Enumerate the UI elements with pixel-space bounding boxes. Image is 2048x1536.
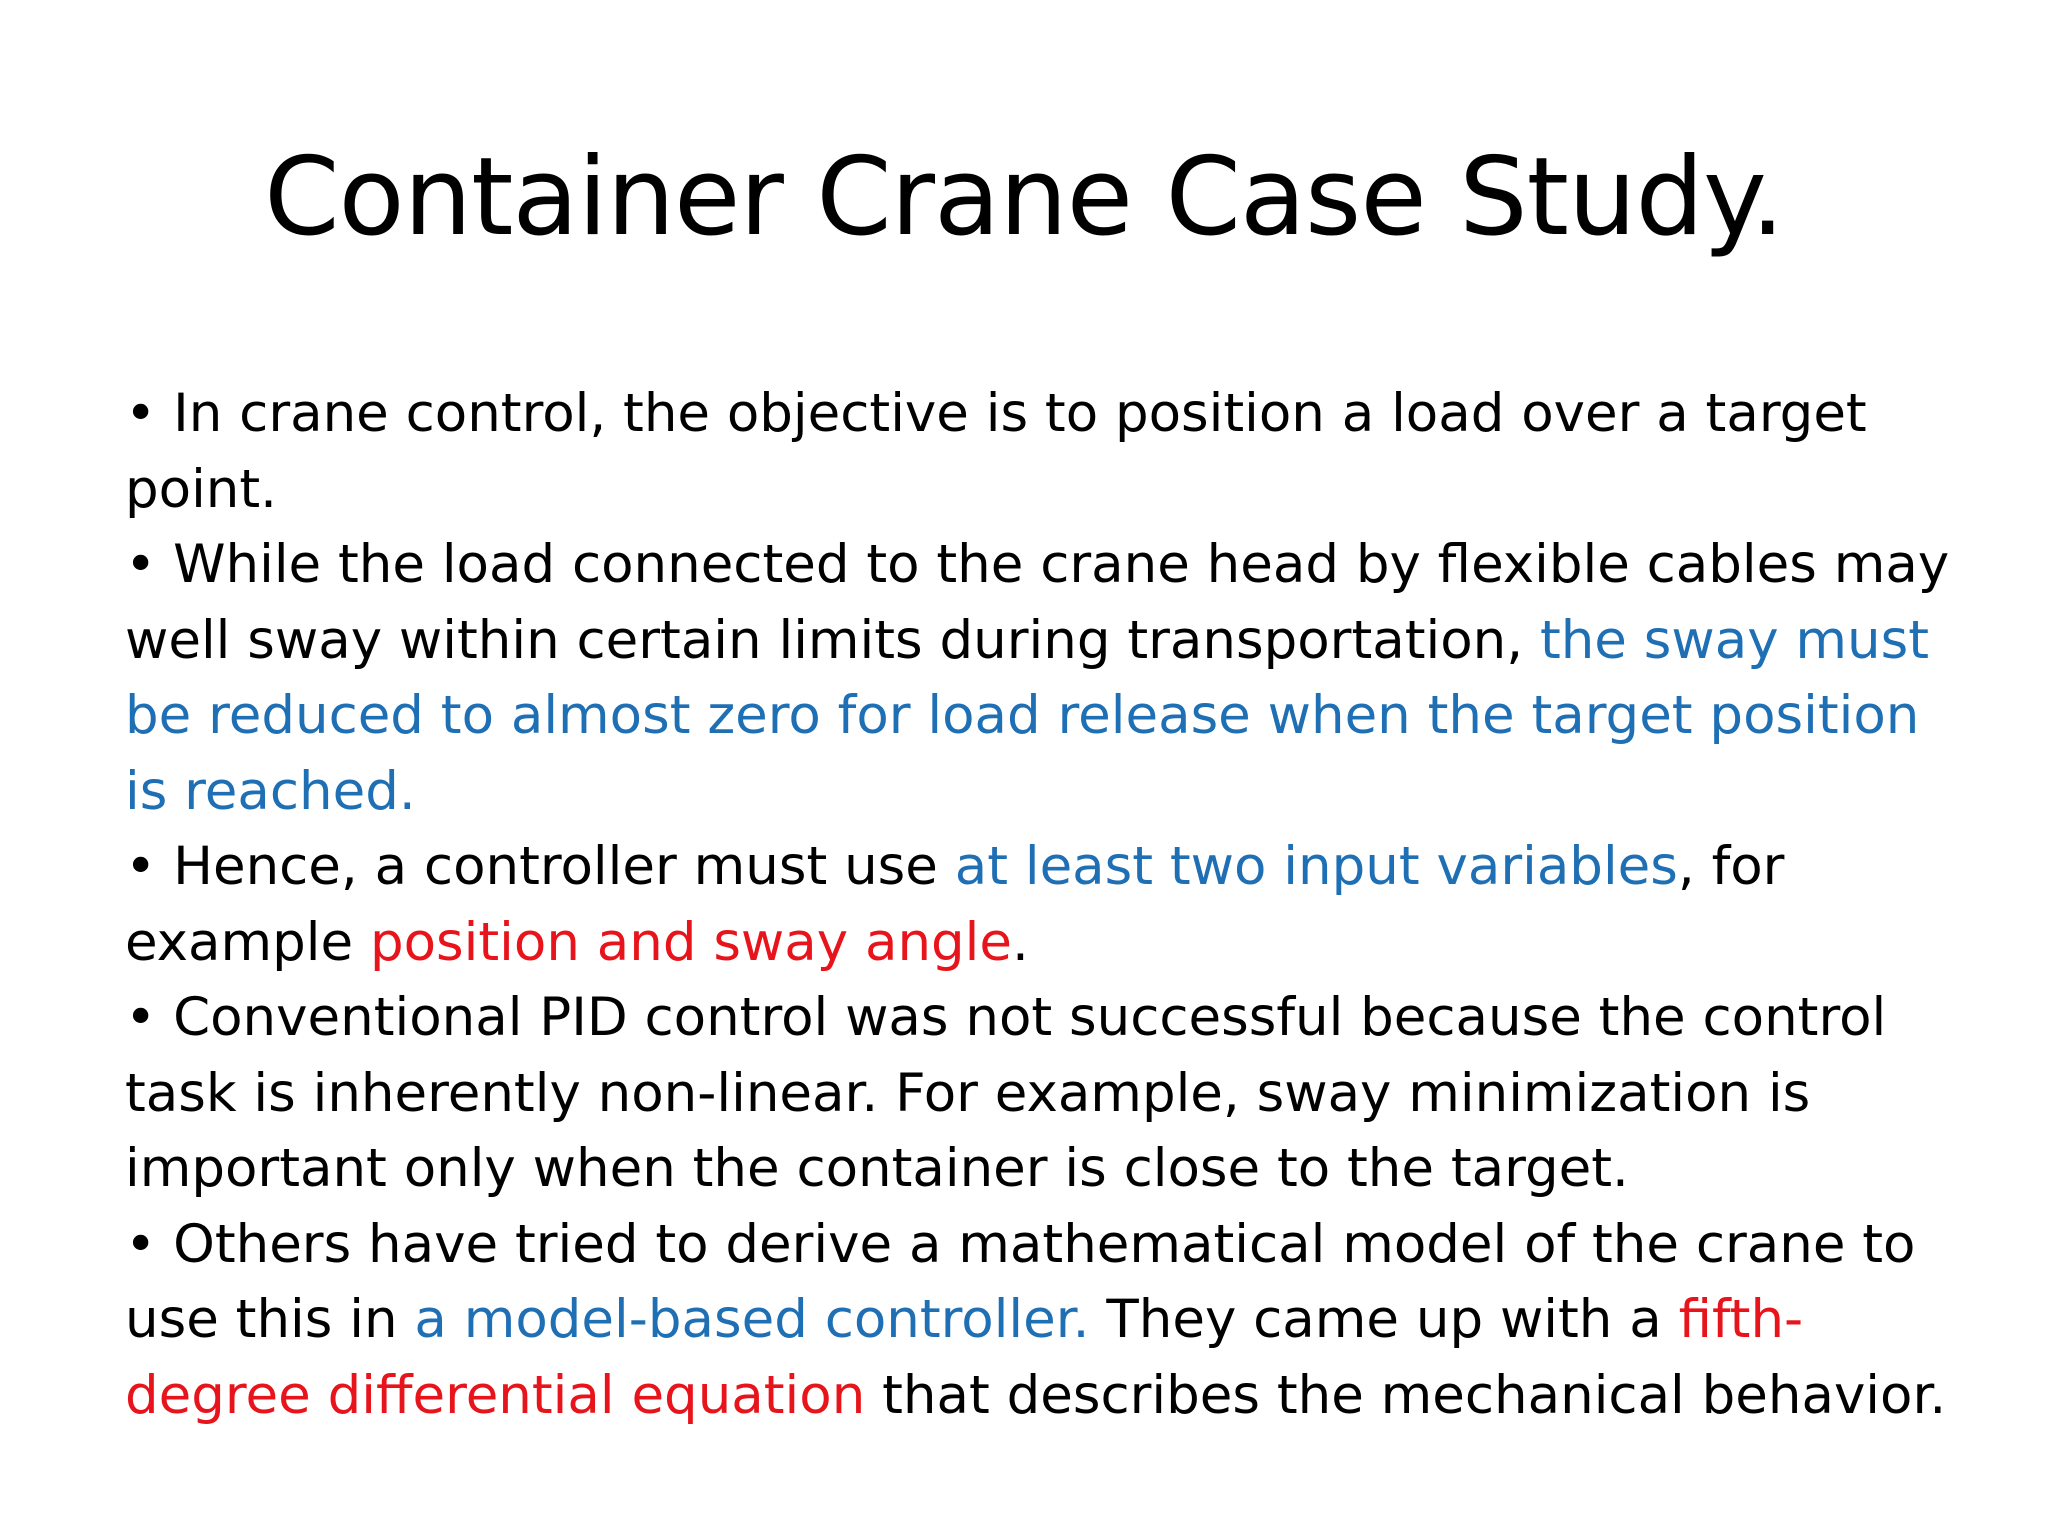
bullet-5: • Others have tried to derive a mathemat… — [125, 1207, 1965, 1434]
bullet-5-text-a: • Others have tried to derive a mathemat… — [125, 1213, 1916, 1351]
bullet-4: • Conventional PID control was not succe… — [125, 980, 1965, 1207]
bullet-5-highlight-red: fifth-degree differential equation — [125, 1289, 1804, 1426]
bullet-2-text: • While the load connected to the crane … — [125, 534, 1950, 671]
bullet-5-text-c: that describes the mechanical behavior. — [865, 1364, 1947, 1426]
bullet-4-text: • Conventional PID control was not succe… — [125, 987, 1887, 1199]
slide-title: Container Crane Case Study. — [264, 135, 1785, 260]
bullet-3-highlight-red: position and sway angle — [369, 911, 1013, 973]
bullet-5-text-b: They came up with a — [1089, 1289, 1679, 1350]
bullet-3: • Hence, a controller must use at least … — [125, 829, 1965, 980]
bullet-2: • While the load connected to the crane … — [125, 527, 1965, 829]
bullet-3-text-b: , for example — [125, 836, 1785, 973]
bullet-5-highlight-blue: a model-based controller. — [414, 1289, 1090, 1350]
bullet-2-highlight-blue: the sway must be reduced to almost zero … — [125, 609, 1930, 822]
bullet-1: • In crane control, the objective is to … — [125, 376, 1965, 527]
bullet-3-text-a: • Hence, a controller must use — [125, 836, 955, 897]
bullet-3-text-c: . — [1012, 911, 1029, 973]
bullet-3-highlight-blue: at least two input variables — [954, 836, 1678, 897]
bullet-1-text: • In crane control, the objective is to … — [125, 383, 1867, 520]
slide-body: • In crane control, the objective is to … — [125, 376, 1965, 1433]
